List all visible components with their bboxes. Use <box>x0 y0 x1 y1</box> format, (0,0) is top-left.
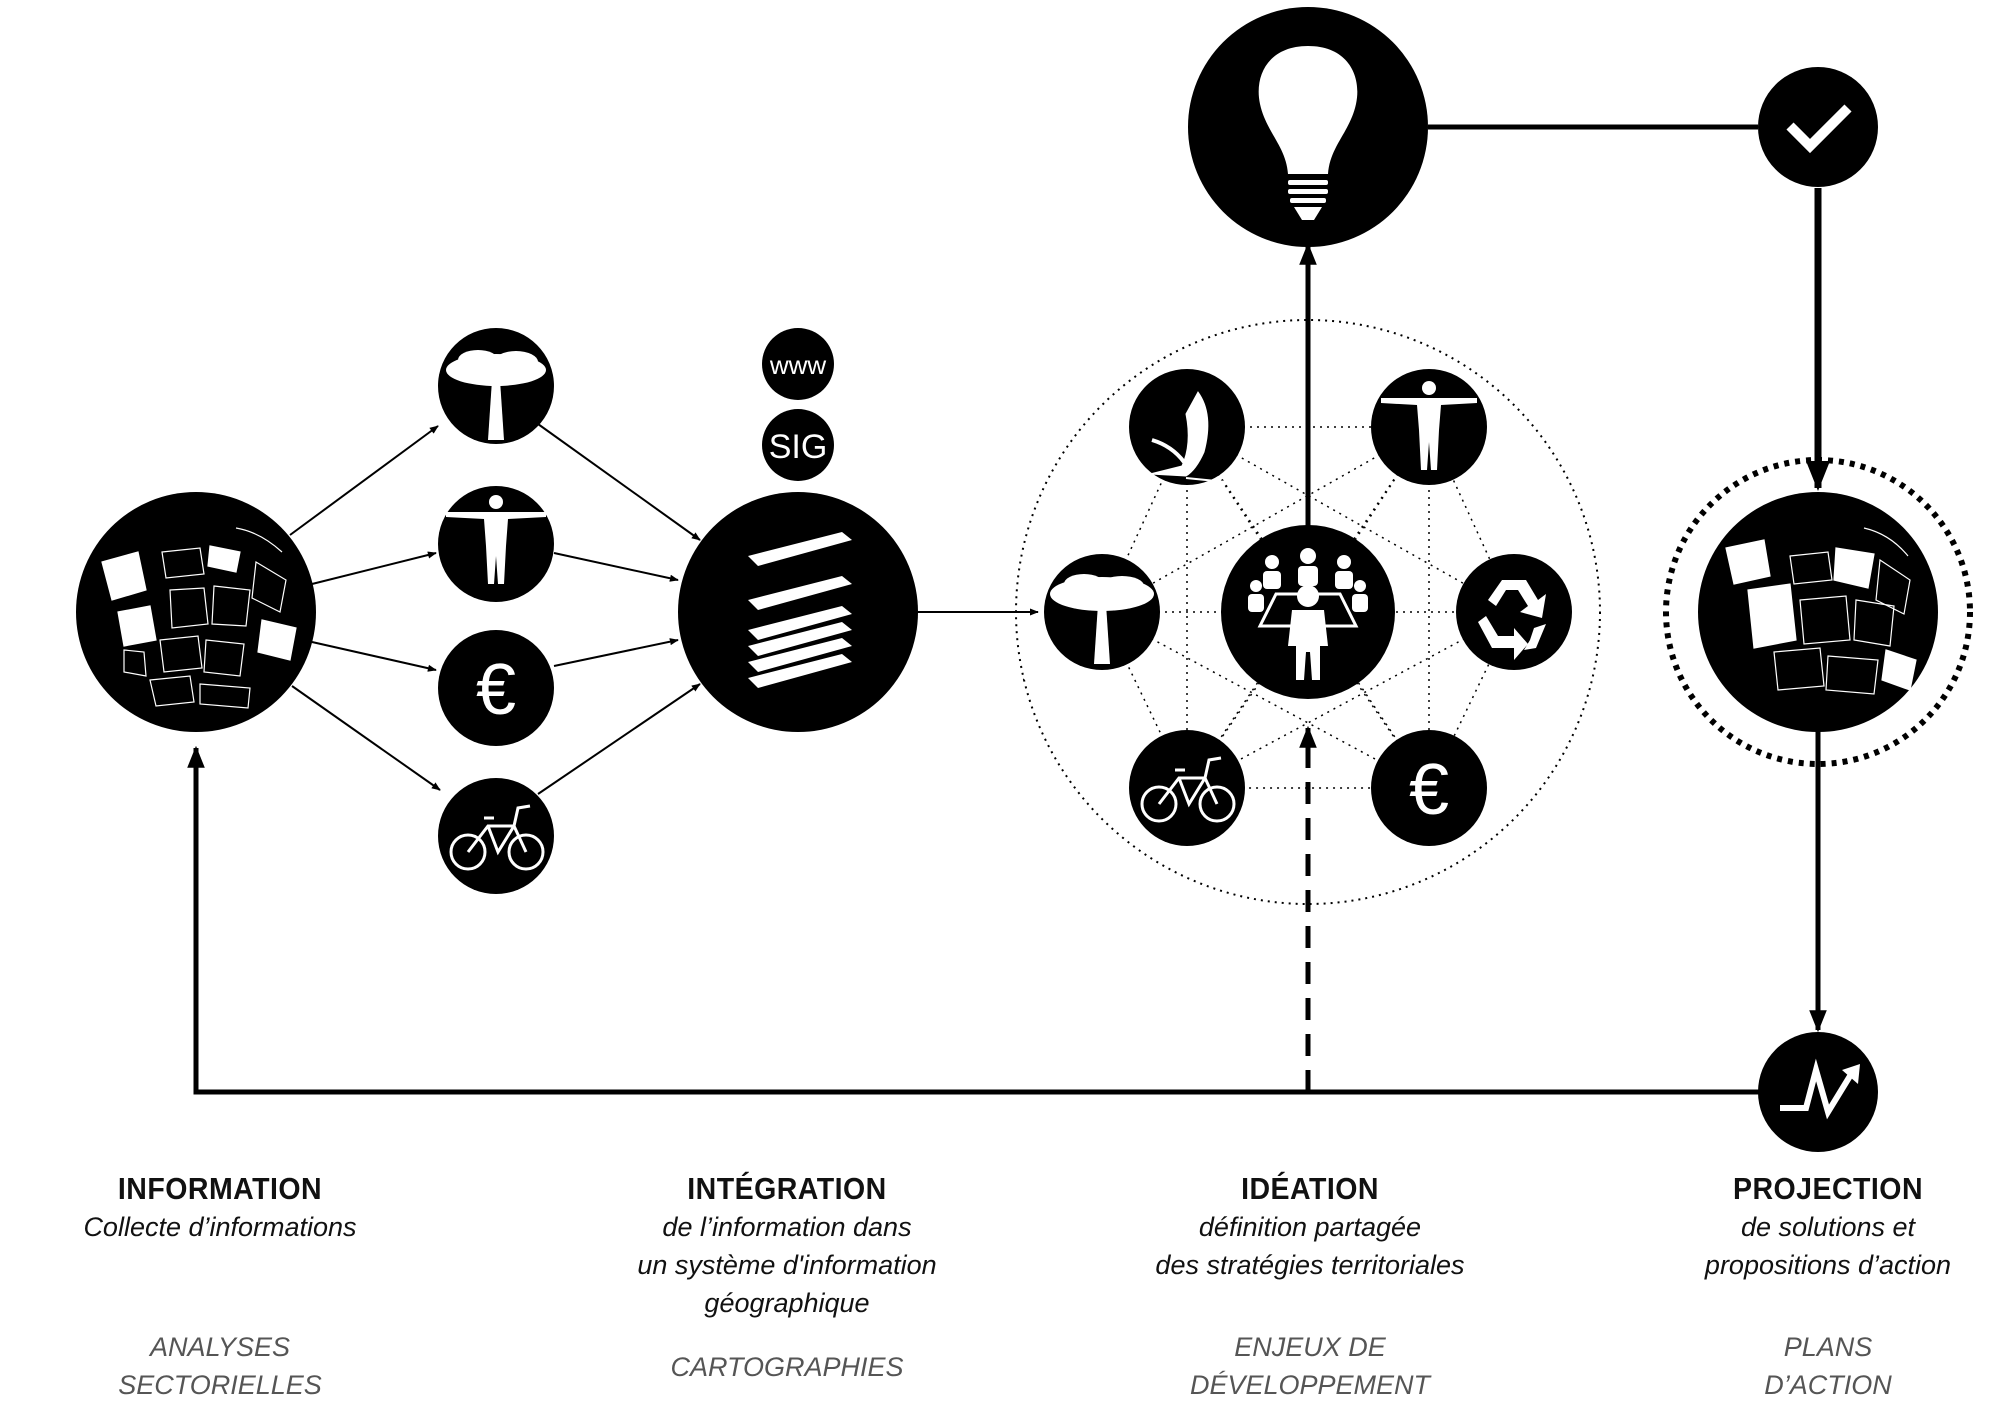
map-node <box>76 492 316 732</box>
person-icon <box>1381 381 1477 470</box>
lightbulb-icon <box>1258 46 1358 220</box>
bird-icon <box>1149 391 1227 483</box>
lightbulb-node <box>1188 7 1428 247</box>
stage-description: Collecte d’informations <box>83 1212 357 1242</box>
stage-title: PROJECTION <box>1732 1171 1924 1206</box>
check-node <box>1758 67 1878 187</box>
stage-information: INFORMATION Collecte d’informations ANAL… <box>0 1170 480 1400</box>
euro-node: € <box>438 630 554 746</box>
bicycle-node <box>438 778 554 894</box>
map-icon <box>101 527 297 709</box>
connectors <box>187 124 1830 1095</box>
arrow-euro-to-layers <box>553 638 679 667</box>
trend-node <box>1758 1032 1878 1152</box>
map-icon <box>1725 527 1917 695</box>
feedback-line <box>187 745 1760 1095</box>
person-icon <box>446 495 546 584</box>
arrow-person-to-layers <box>553 552 679 582</box>
arrow-map-to-euro <box>311 641 437 672</box>
checkmark-icon <box>1786 104 1852 154</box>
euro-icon: € <box>476 650 516 730</box>
meeting-icon <box>1248 548 1368 680</box>
stage-description: définition partagée des stratégies terri… <box>1155 1212 1465 1280</box>
bicycle-node-2 <box>1129 730 1245 846</box>
bicycle-icon <box>1140 756 1236 823</box>
stage-integration: INTÉGRATION de l’information dans un sys… <box>527 1170 1047 1382</box>
stage-output: ENJEUX DE DÉVELOPPEMENT <box>1189 1332 1431 1400</box>
recycle-node <box>1456 554 1572 670</box>
stage-output: ANALYSES SECTORIELLES <box>118 1332 322 1400</box>
stage-description: de solutions et propositions d’action <box>1704 1212 1952 1280</box>
stage-projection: PROJECTION de solutions et propositions … <box>1568 1170 2000 1400</box>
stage-description: de l’information dans un système d'infor… <box>637 1212 937 1318</box>
ideation-outer-ring <box>1015 319 1601 905</box>
arrow-map-to-tree <box>289 425 439 536</box>
bird-node <box>1129 369 1245 485</box>
euro-node-2: € <box>1371 730 1487 846</box>
recycle-icon <box>1478 580 1546 660</box>
www-node: www <box>762 328 834 400</box>
tree-node-2 <box>1044 554 1160 670</box>
stage-title: IDÉATION <box>1241 1171 1379 1206</box>
arrow-tree-to-layers <box>537 423 701 541</box>
tree-icon <box>446 350 546 440</box>
meeting-node <box>1221 525 1395 699</box>
bicycle-icon <box>449 804 545 871</box>
euro-icon: € <box>1409 750 1449 830</box>
stage-title: INFORMATION <box>117 1171 323 1206</box>
projection-node <box>1663 457 1973 767</box>
layers-icon <box>748 532 852 688</box>
trend-icon <box>1780 1058 1853 1120</box>
arrow-map-to-bicycle <box>291 685 441 791</box>
stage-ideation: IDÉATION définition partagée des stratég… <box>1050 1170 1570 1400</box>
tree-icon <box>1050 574 1154 664</box>
stage-title: INTÉGRATION <box>687 1171 887 1206</box>
person-node-2 <box>1371 369 1487 485</box>
stage-output: CARTOGRAPHIES <box>670 1352 904 1382</box>
stage-output: PLANS D’ACTION <box>1764 1332 1892 1400</box>
tree-node <box>438 328 554 444</box>
arrow-map-to-person <box>311 551 437 585</box>
svg-text:www: www <box>769 350 827 380</box>
layers-node <box>678 492 918 732</box>
person-node <box>438 486 554 602</box>
svg-text:SIG: SIG <box>769 428 828 466</box>
sig-node: SIG <box>762 409 834 481</box>
arrow-bicycle-to-layers <box>537 683 701 795</box>
